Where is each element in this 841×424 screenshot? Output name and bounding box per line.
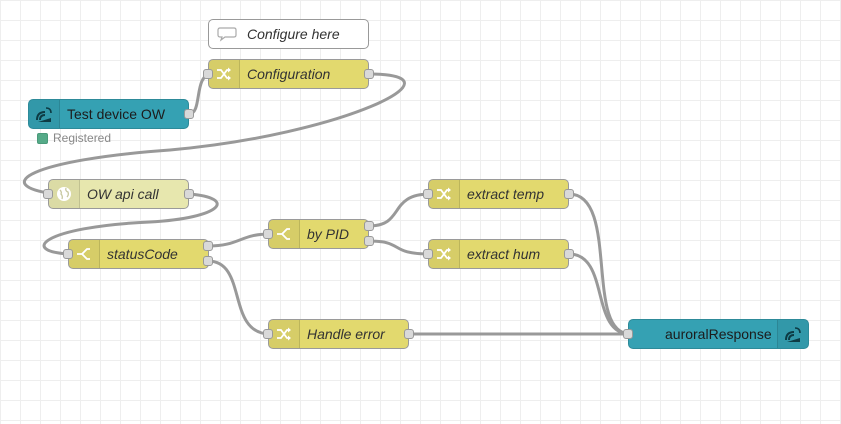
status-text: Registered bbox=[53, 131, 112, 145]
auroral-antenna-icon bbox=[777, 320, 808, 348]
ow-api-call-output-port[interactable] bbox=[184, 189, 194, 199]
shuffle-icon bbox=[429, 180, 460, 208]
by-pid-output-port-2[interactable] bbox=[364, 236, 374, 246]
shuffle-icon bbox=[209, 60, 240, 88]
auroral-antenna-icon bbox=[29, 100, 60, 128]
by-pid-input-port[interactable] bbox=[263, 229, 273, 239]
wire-extract-temp-to-auroral-response[interactable] bbox=[567, 192, 632, 336]
status-code-output-port-2[interactable] bbox=[203, 256, 213, 266]
by-pid-node[interactable]: by PID bbox=[268, 219, 369, 249]
switch-icon bbox=[69, 240, 100, 268]
globe-icon bbox=[49, 180, 80, 208]
ow-api-call-label: OW api call bbox=[87, 186, 159, 202]
extract-temp-node[interactable]: extract temp bbox=[428, 179, 569, 209]
by-pid-label: by PID bbox=[307, 226, 350, 242]
test-device-node[interactable]: Test device OW bbox=[28, 99, 189, 129]
auroral-response-label: auroralResponse bbox=[665, 326, 772, 342]
test-device-status: Registered bbox=[37, 131, 111, 145]
wire-by-pid-to-extract-temp[interactable] bbox=[367, 192, 432, 228]
switch-icon bbox=[269, 220, 300, 248]
wire-status-code-to-by-pid[interactable] bbox=[206, 232, 272, 248]
status-code-input-port[interactable] bbox=[63, 249, 73, 259]
ow-api-call-input-port[interactable] bbox=[43, 189, 53, 199]
test-device-output-port[interactable] bbox=[184, 109, 194, 119]
extract-hum-node[interactable]: extract hum bbox=[428, 239, 569, 269]
extract-temp-label: extract temp bbox=[467, 186, 545, 202]
handle-error-output-port[interactable] bbox=[404, 329, 414, 339]
handle-error-node[interactable]: Handle error bbox=[268, 319, 409, 349]
shuffle-icon bbox=[429, 240, 460, 268]
auroral-response-node[interactable]: auroralResponse bbox=[628, 319, 809, 349]
configuration-input-port[interactable] bbox=[203, 69, 213, 79]
shuffle-icon bbox=[269, 320, 300, 348]
test-device-label: Test device OW bbox=[67, 106, 166, 122]
status-code-node[interactable]: statusCode bbox=[68, 239, 209, 269]
handle-error-label: Handle error bbox=[307, 326, 385, 342]
wire-by-pid-to-extract-hum[interactable] bbox=[367, 239, 432, 256]
extract-temp-input-port[interactable] bbox=[423, 189, 433, 199]
extract-hum-output-port[interactable] bbox=[564, 249, 574, 259]
handle-error-input-port[interactable] bbox=[263, 329, 273, 339]
auroral-response-input-port[interactable] bbox=[623, 329, 633, 339]
comment-node-configure-here[interactable]: Configure here bbox=[208, 19, 369, 49]
wire-extract-hum-to-auroral-response[interactable] bbox=[567, 252, 632, 336]
comment-label: Configure here bbox=[247, 26, 340, 42]
extract-temp-output-port[interactable] bbox=[564, 189, 574, 199]
by-pid-output-port-1[interactable] bbox=[364, 221, 374, 231]
wire-status-code-to-handle-error[interactable] bbox=[206, 259, 272, 336]
extract-hum-label: extract hum bbox=[467, 246, 541, 262]
configuration-node[interactable]: Configuration bbox=[208, 59, 369, 89]
extract-hum-input-port[interactable] bbox=[423, 249, 433, 259]
ow-api-call-node[interactable]: OW api call bbox=[48, 179, 189, 209]
configuration-output-port[interactable] bbox=[364, 69, 374, 79]
speech-bubble-icon bbox=[217, 26, 237, 47]
status-indicator bbox=[37, 132, 48, 144]
status-code-output-port-1[interactable] bbox=[203, 241, 213, 251]
configuration-label: Configuration bbox=[247, 66, 331, 82]
status-code-label: statusCode bbox=[107, 246, 178, 262]
